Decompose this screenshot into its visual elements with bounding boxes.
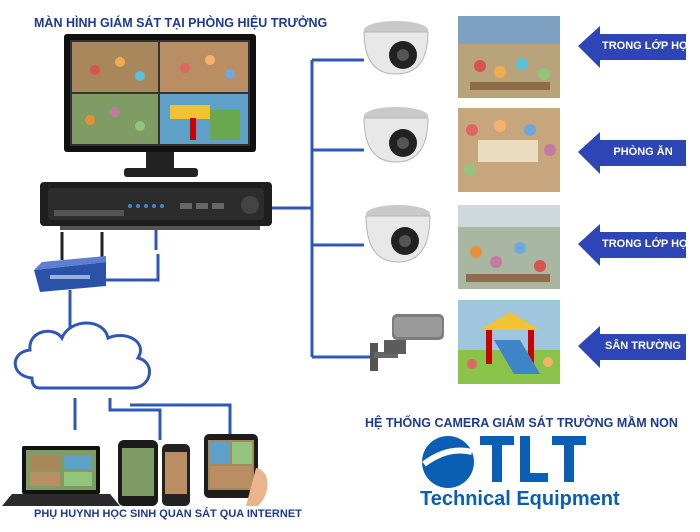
arrow-label-4: SÂN TRƯỜNG [605, 340, 681, 352]
tlt-logo-icon [422, 436, 474, 488]
arrow-2 [578, 132, 686, 174]
camera-view-classroom-2 [458, 205, 560, 289]
dome-camera-1 [363, 21, 429, 75]
brand-tagline: Technical Equipment [420, 488, 620, 510]
internet-cloud [13, 321, 151, 390]
camera-view-dining-room [458, 108, 560, 192]
dvr-recorder [40, 182, 272, 230]
wifi-router [34, 232, 106, 292]
cloud-to-tablet-line [130, 403, 232, 436]
connection-lines [68, 58, 370, 440]
dome-camera-3 [365, 205, 431, 263]
arrow-4 [578, 326, 686, 368]
cloud-to-phone-line [108, 398, 162, 440]
arrow-1 [578, 26, 686, 68]
laptop [2, 446, 120, 506]
smartphone [118, 440, 190, 506]
dvr-to-router-line [102, 254, 160, 282]
tlt-logo-letters [480, 436, 586, 482]
camera-view-schoolyard [458, 300, 560, 384]
monitor-panel-title: MÀN HÌNH GIÁM SÁT TẠI PHÒNG HIỆU TRƯỞNG [34, 16, 328, 30]
label-arrows [578, 26, 686, 368]
bullet-camera [370, 314, 444, 371]
camera-view-classroom-1 [458, 16, 560, 98]
dome-camera-2 [363, 107, 429, 163]
arrow-label-3: TRONG LỚP HỌC [602, 238, 696, 250]
parents-caption: PHỤ HUYNH HỌC SINH QUAN SÁT QUA INTERNET [34, 508, 302, 520]
arrow-label-1: TRONG LỚP HỌC [602, 40, 696, 52]
arrow-label-2: PHÒNG ĂN [613, 146, 673, 158]
system-title: HỆ THỐNG CAMERA GIÁM SÁT TRƯỜNG MẦM NON [365, 416, 678, 430]
tablet [204, 434, 268, 506]
monitor [64, 34, 256, 177]
arrow-3 [578, 224, 686, 266]
